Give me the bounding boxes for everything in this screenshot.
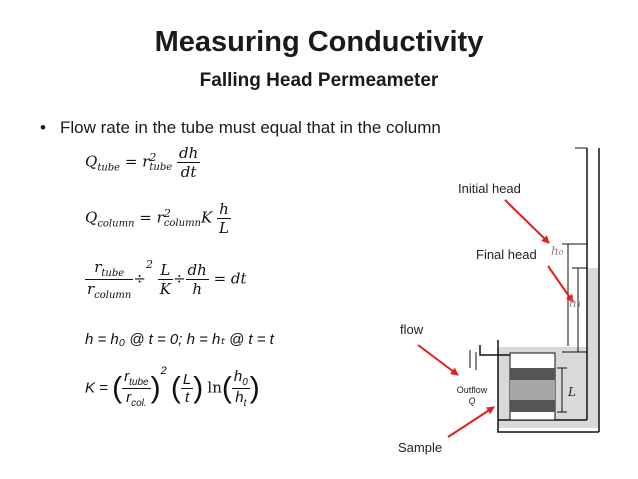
outflow-text: Outflow (456, 385, 488, 395)
eq2-equals: = (139, 208, 152, 227)
eq5-h0: h0 (231, 368, 250, 389)
h1-label: h₁ (569, 296, 582, 310)
eq1-q: Q (85, 152, 98, 171)
slide-subtitle: Falling Head Permeameter (199, 70, 439, 91)
final-head-label: Final head (476, 247, 537, 262)
equation-boundary-conditions: h = h₀ @ t = 0; h = hₜ @ t = t (85, 331, 274, 348)
eq3-r-top-sub: tube (101, 268, 125, 279)
eq3-r-bot: r (87, 280, 95, 298)
eq3-div2: ÷ (172, 269, 186, 288)
eq1-equals: = (124, 152, 138, 171)
eq2-num: h (217, 200, 231, 219)
eq5-r-bot: r (126, 389, 132, 406)
slide-title: Measuring Conductivity (154, 26, 484, 58)
eq1-r-sub: tube (149, 161, 173, 173)
sample-arrow (447, 406, 495, 438)
eq3-dh: dh (185, 261, 209, 280)
eq1-den: dt (180, 163, 197, 181)
eq3-num: rtube (85, 258, 134, 280)
eq5-ht-sub: t (243, 398, 247, 409)
eq2-q-sub: column (97, 218, 135, 230)
eq2-k: K (201, 208, 213, 227)
outflow-q: Q (468, 396, 476, 406)
outflow-label: Outflow Q (452, 385, 492, 407)
eq5-h0-sub: 0 (242, 377, 248, 388)
eq3-l: L (157, 261, 173, 280)
bullet-text: Flow rate in the tube must equal that in… (60, 118, 441, 137)
eq2-q: Q (85, 208, 98, 227)
eq2-r-sub: column (163, 217, 201, 229)
eq1-q-sub: tube (97, 162, 121, 174)
sample-middle (510, 380, 555, 400)
eq5-num: rtube (122, 368, 151, 389)
eq3-den: rcolumn (85, 280, 133, 301)
eq3-r-top: r (94, 258, 102, 276)
eq1-num: dh (176, 144, 201, 163)
bullet-point: • Flow rate in the tube must equal that i… (40, 118, 441, 138)
h0-label: h₀ (551, 244, 564, 258)
eq5-ht: ht (232, 389, 250, 409)
sample-label: Sample (398, 440, 443, 455)
permeameter-apparatus (469, 147, 600, 433)
eq3-k: K (159, 280, 171, 298)
eq5-r-top-sub: tube (129, 377, 149, 388)
L-label: L (568, 385, 576, 399)
eq5-ln: ln (207, 378, 222, 397)
eq5-r-top: r (124, 368, 130, 385)
eq1-r: r (142, 152, 150, 171)
eq2-den: L (219, 219, 229, 237)
eq5-t: t (184, 389, 190, 406)
eq3-rhs: = dt (213, 269, 247, 288)
eq3-h: h (192, 280, 202, 298)
eq5-k: K = (85, 379, 108, 397)
eq5-ht-h: h (235, 389, 244, 406)
eq1-exp: 2 (149, 150, 157, 164)
eq5-h0-h: h (233, 368, 243, 385)
final-head-arrow (547, 265, 574, 303)
eq5-r-bot-sub: col. (131, 398, 147, 409)
initial-head-arrow (504, 199, 550, 244)
outflow-pipe (479, 345, 510, 356)
eq5-exp: 2 (160, 365, 167, 378)
bullet-icon: • (40, 118, 46, 137)
initial-head-label: Initial head (458, 181, 521, 196)
sample-top-layer (510, 368, 555, 380)
eq3-div1: ÷ (133, 269, 146, 288)
eq3-r-bot-sub: column (94, 290, 132, 301)
eq3-exp: 2 (145, 257, 153, 271)
sample-bottom-layer (510, 400, 555, 412)
tube-water (587, 268, 599, 428)
flow-arrow (417, 344, 459, 376)
tank-outline (497, 340, 599, 433)
eq2-r: r (156, 208, 164, 227)
eq5-l: L (180, 371, 194, 389)
eq5-den: rcol. (122, 389, 150, 409)
eq2-exp: 2 (163, 206, 171, 220)
flow-label: flow (400, 322, 424, 337)
